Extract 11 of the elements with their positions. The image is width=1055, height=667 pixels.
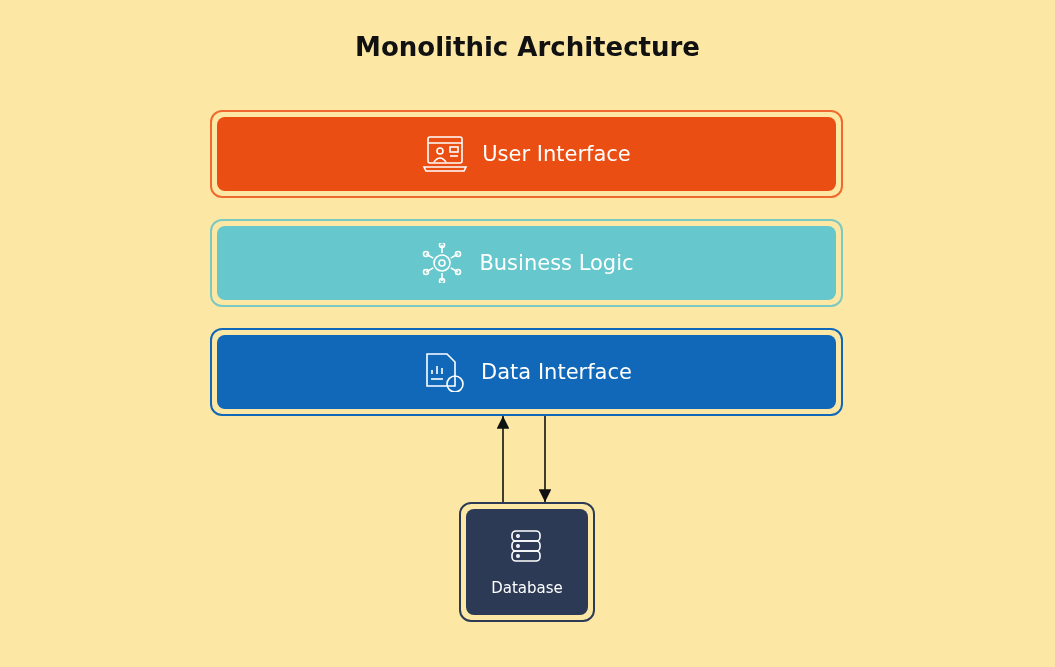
layer-label: Data Interface bbox=[481, 360, 632, 384]
diagram-title: Monolithic Architecture bbox=[354, 32, 701, 62]
layer-box bbox=[210, 328, 843, 416]
layer-label: User Interface bbox=[482, 142, 631, 166]
layer-box bbox=[459, 502, 595, 622]
arrow bbox=[538, 415, 552, 503]
layer-box bbox=[210, 219, 843, 307]
layer-label: Business Logic bbox=[479, 251, 634, 275]
layer-label: Database bbox=[491, 579, 563, 597]
arrow bbox=[496, 415, 510, 503]
layer-box bbox=[210, 110, 843, 198]
